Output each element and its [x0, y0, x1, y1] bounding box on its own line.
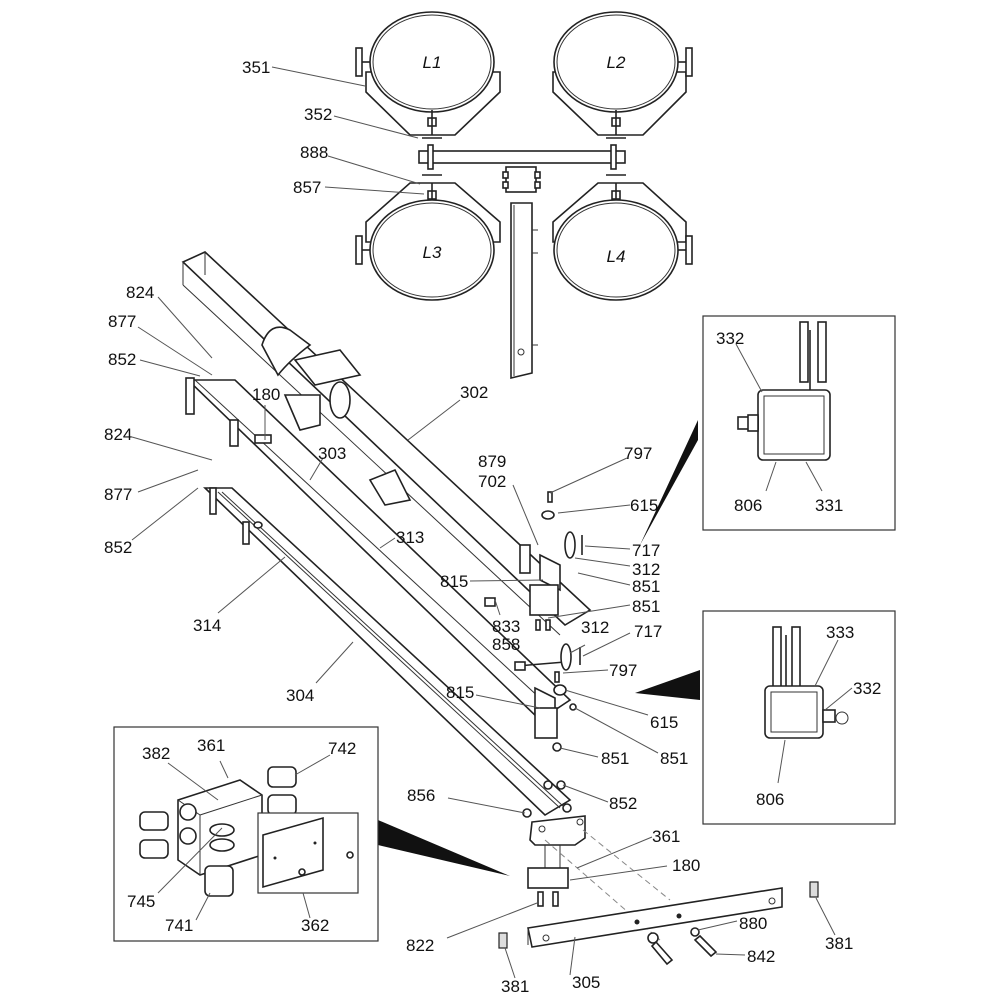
label-717-upper: 717: [632, 541, 660, 560]
label-852-mid: 852: [104, 538, 132, 557]
post-bracket: [505, 166, 537, 193]
inset-mid: 333 332 806: [702, 610, 896, 825]
label-851-a: 851: [632, 577, 660, 596]
inset-jb-label-382: 382: [142, 744, 170, 763]
lamp-l2: L2: [552, 11, 693, 136]
pulley-assembly-lower: [514, 643, 581, 752]
lamp-label-l2: L2: [607, 53, 626, 72]
label-615-lower: 615: [650, 713, 678, 732]
inset-mid-label-806: 806: [756, 790, 784, 809]
label-851-c: 851: [601, 749, 629, 768]
label-824-top: 824: [126, 283, 154, 302]
mast-tubes: [181, 251, 592, 817]
inset-jb-label-741: 741: [165, 916, 193, 935]
label-858: 858: [492, 635, 520, 654]
label-180-top: 180: [252, 385, 280, 404]
inset-jb-label-361: 361: [197, 736, 225, 755]
label-303: 303: [318, 444, 346, 463]
label-702: 702: [478, 472, 506, 491]
label-877-top: 877: [108, 312, 136, 331]
label-822: 822: [406, 936, 434, 955]
base-plate: [529, 815, 586, 846]
label-312-upper: 312: [632, 560, 660, 579]
label-314: 314: [193, 616, 221, 635]
label-879: 879: [478, 452, 506, 471]
bracket-bolt: [502, 181, 509, 189]
crossbar-bolt-left: [427, 144, 434, 170]
label-615-upper: 615: [630, 496, 658, 515]
label-717-lower: 717: [634, 622, 662, 641]
bracket-bolt: [534, 181, 541, 189]
label-856: 856: [407, 786, 435, 805]
bracket-bolt: [502, 171, 509, 179]
label-857: 857: [293, 178, 321, 197]
inset-mid-label-332: 332: [853, 679, 881, 698]
callout-wedge-bottom: [378, 820, 510, 876]
inset-top-label-806: 806: [734, 496, 762, 515]
lamp-l3: L3: [355, 182, 501, 301]
label-815-upper: 815: [440, 572, 468, 591]
label-305: 305: [572, 973, 600, 992]
inset-jb-label-745: 745: [127, 892, 155, 911]
label-842: 842: [747, 947, 775, 966]
lamp-label-l3: L3: [423, 243, 442, 262]
callout-wedge-mid: [635, 670, 700, 700]
label-352: 352: [304, 105, 332, 124]
crossbar: [418, 150, 626, 164]
pulley-assembly-upper: [484, 491, 583, 631]
label-851-d: 851: [660, 749, 688, 768]
label-302: 302: [460, 383, 488, 402]
label-833: 833: [492, 617, 520, 636]
label-797-upper: 797: [624, 444, 652, 463]
lamp-label-l4: L4: [607, 247, 626, 266]
label-880: 880: [739, 914, 767, 933]
inset-top: 332 806 331: [702, 315, 896, 531]
leader-lines: [131, 66, 836, 979]
label-351: 351: [242, 58, 270, 77]
callout-wedge-top: [640, 420, 698, 545]
part-labels: 351 352 888 857 824 877 852 180 302 303 …: [104, 58, 853, 996]
inset-junction-box: 382 361 742 745 741 362: [113, 726, 379, 942]
beam-305: [527, 887, 783, 948]
label-877-mid: 877: [104, 485, 132, 504]
bracket-bolt: [534, 171, 541, 179]
light-head-assembly: L1 L2 L3: [355, 11, 693, 380]
inset-mid-label-333: 333: [826, 623, 854, 642]
label-361-bottom: 361: [652, 827, 680, 846]
base-assembly: [498, 780, 819, 966]
label-815-lower: 815: [446, 683, 474, 702]
lamp-l4: L4: [552, 182, 693, 301]
crossbar-bolt-right: [610, 144, 617, 170]
label-304: 304: [286, 686, 314, 705]
label-797-lower: 797: [609, 661, 637, 680]
vertical-post: [510, 202, 533, 380]
junction-box-small: [527, 867, 569, 889]
label-313: 313: [396, 528, 424, 547]
label-851-b: 851: [632, 597, 660, 616]
label-180-bottom: 180: [672, 856, 700, 875]
label-852-top: 852: [108, 350, 136, 369]
label-312-lower: 312: [581, 618, 609, 637]
label-888: 888: [300, 143, 328, 162]
label-824-mid: 824: [104, 425, 132, 444]
inset-jb-label-742: 742: [328, 739, 356, 758]
label-381-right: 381: [825, 934, 853, 953]
label-852-bottom: 852: [609, 794, 637, 813]
inset-top-label-332: 332: [716, 329, 744, 348]
lamp-l1: L1: [355, 11, 501, 136]
inset-top-label-331: 331: [815, 496, 843, 515]
lamp-label-l1: L1: [423, 53, 442, 72]
inset-jb-label-362: 362: [301, 916, 329, 935]
label-381-left: 381: [501, 977, 529, 996]
